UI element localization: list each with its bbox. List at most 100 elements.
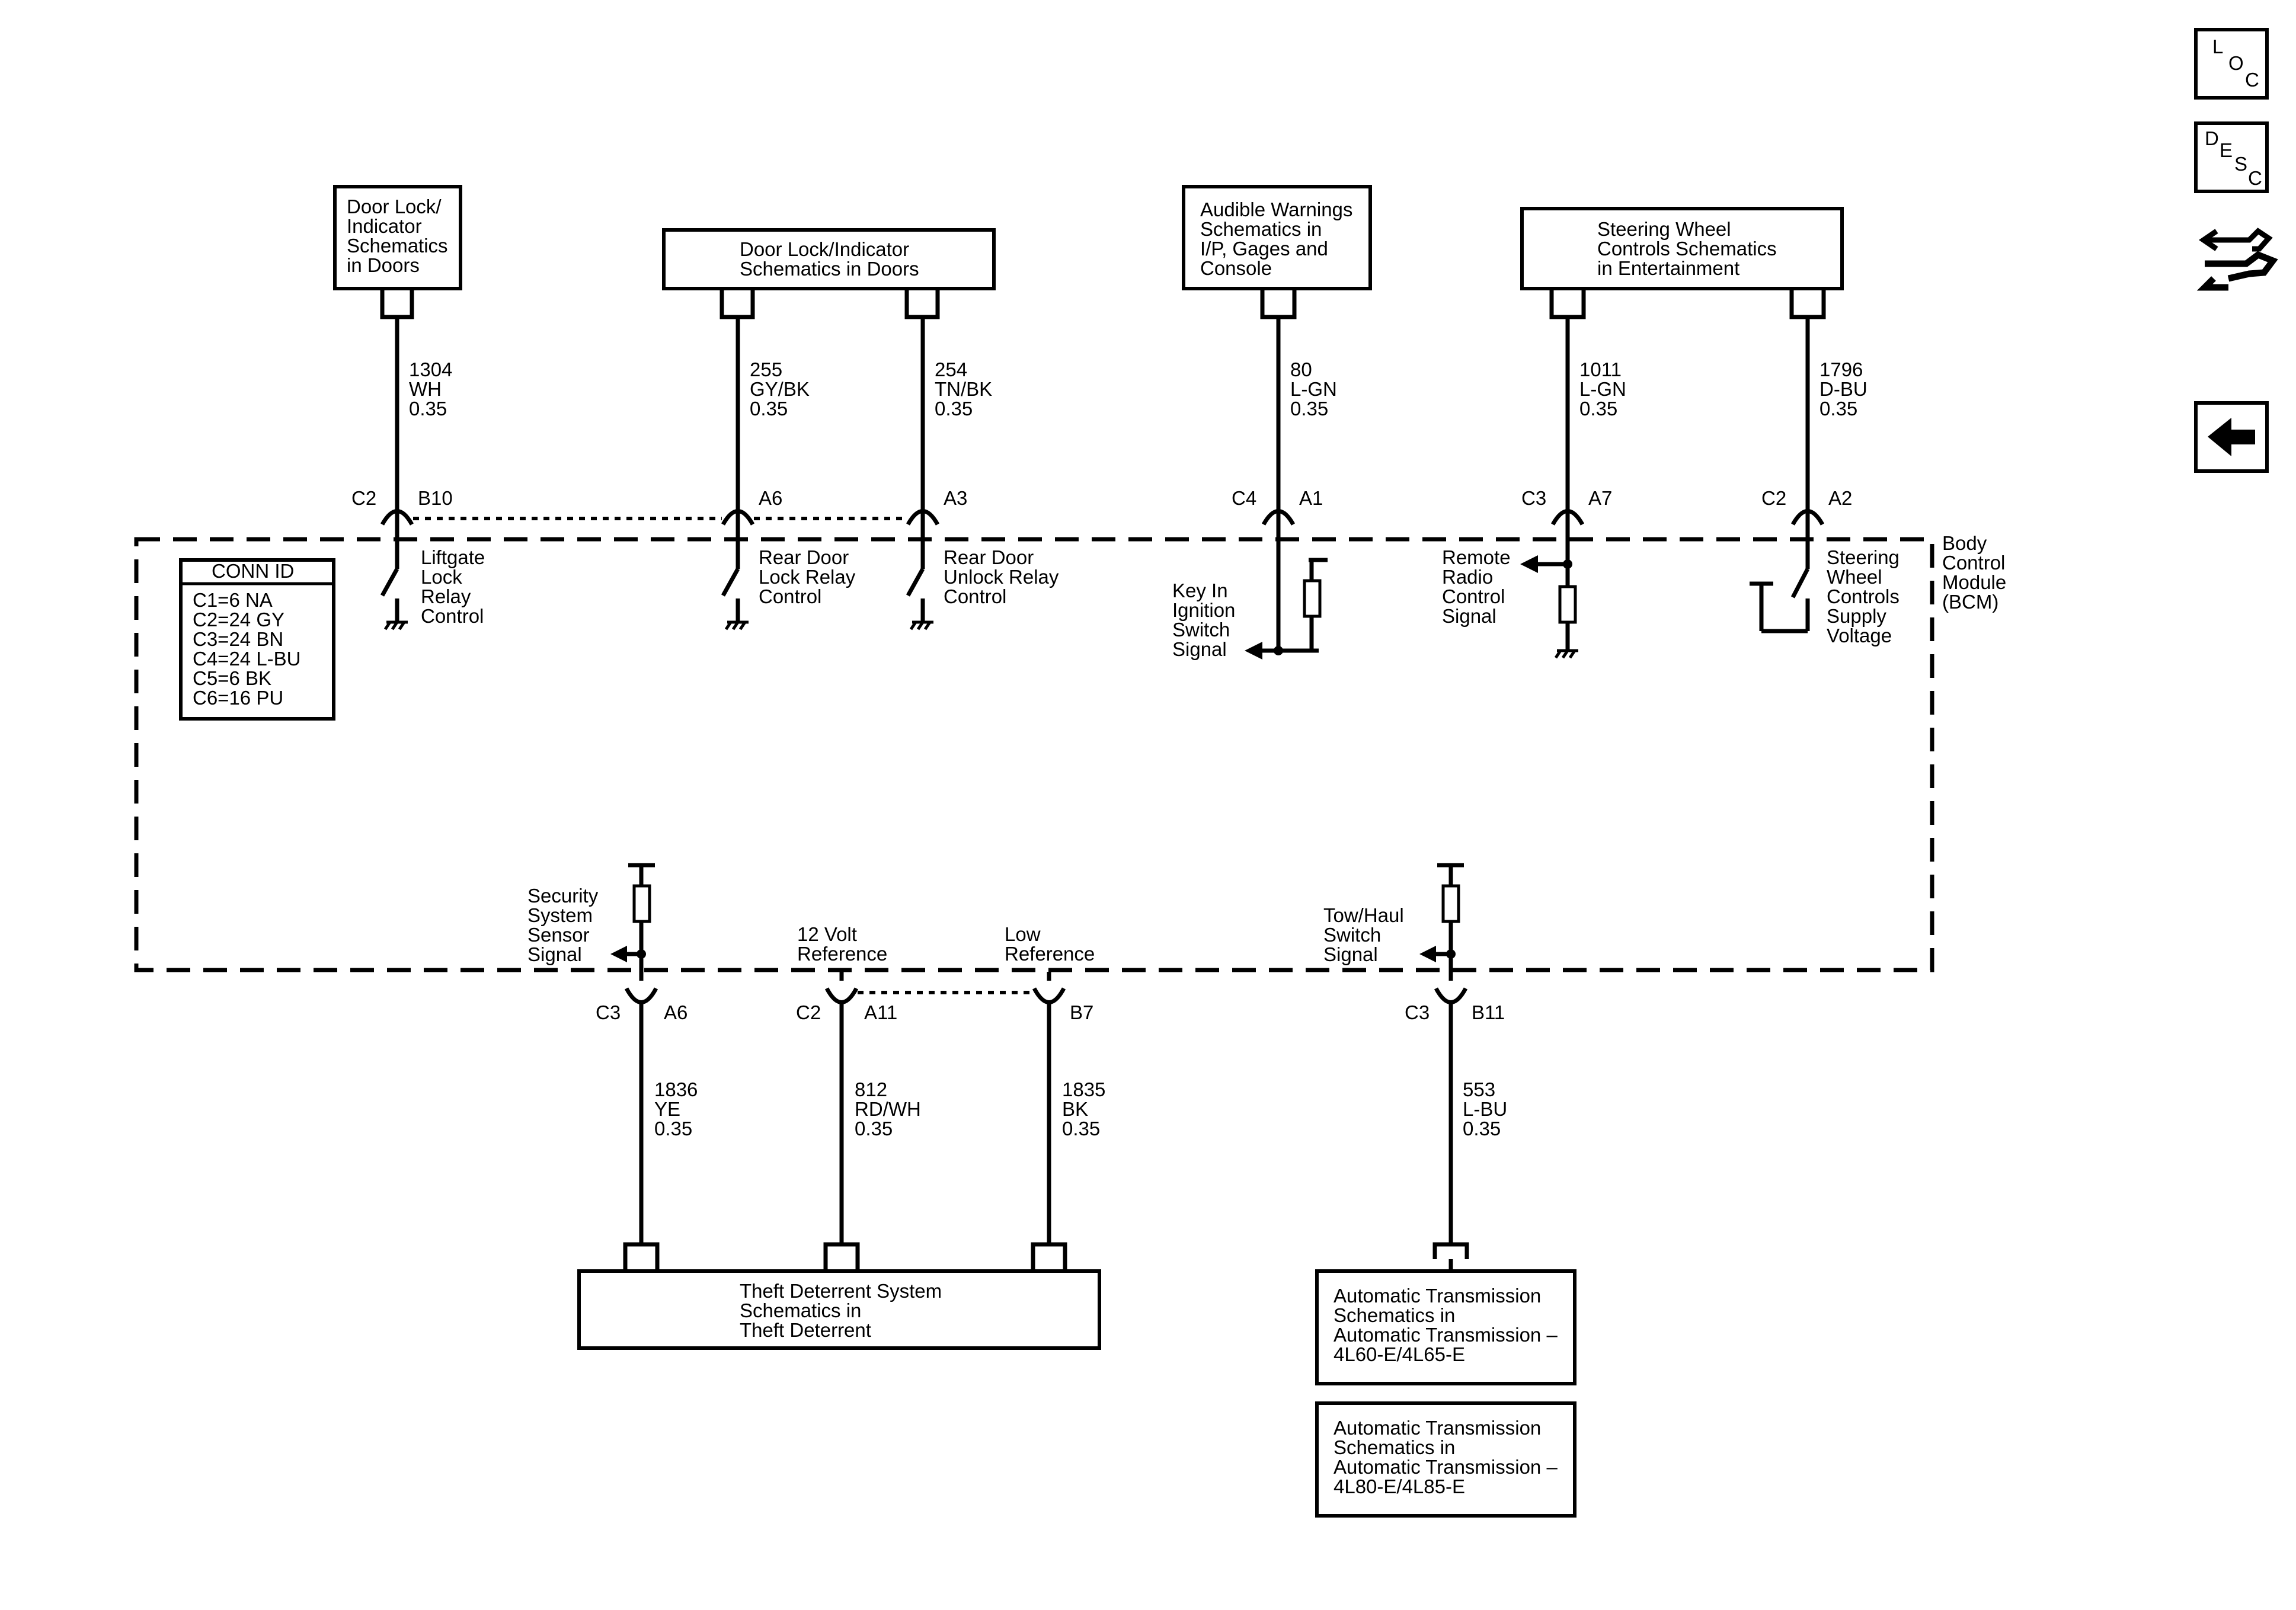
svg-text:812: 812 bbox=[855, 1078, 887, 1100]
svg-text:Control: Control bbox=[944, 585, 1006, 607]
svg-text:A11: A11 bbox=[864, 1001, 897, 1023]
svg-text:Schematics in: Schematics in bbox=[1334, 1304, 1455, 1326]
relay-switch-contact bbox=[380, 568, 399, 597]
ground-icon bbox=[383, 620, 408, 630]
svg-text:1835: 1835 bbox=[1062, 1078, 1105, 1100]
signal-arrow-icon bbox=[1245, 642, 1262, 660]
svg-text:B11: B11 bbox=[1472, 1001, 1505, 1023]
svg-text:Indicator: Indicator bbox=[347, 215, 422, 237]
svg-text:(BCM): (BCM) bbox=[1942, 591, 1998, 613]
desc-letter-c: C bbox=[2248, 167, 2262, 189]
svg-text:0.35: 0.35 bbox=[1819, 398, 1857, 420]
ref-box-audible-warnings[interactable]: Audible Warnings Schematics in I/P, Gage… bbox=[1182, 185, 1372, 290]
svg-text:Schematics: Schematics bbox=[347, 235, 448, 257]
svg-text:Ignition: Ignition bbox=[1172, 599, 1235, 621]
circuit-255: 255 GY/BK 0.35 A6 Rear Door Lock Relay C… bbox=[720, 289, 856, 630]
svg-text:4L80-E/4L85-E: 4L80-E/4L85-E bbox=[1334, 1475, 1465, 1497]
svg-text:A2: A2 bbox=[1828, 487, 1852, 509]
connector-id: C2 bbox=[351, 487, 376, 509]
ref-box-theft-deterrent[interactable]: Theft Deterrent System Schematics in The… bbox=[577, 1269, 1101, 1350]
loc-letter-c: C bbox=[2245, 69, 2259, 91]
svg-text:Tow/Haul: Tow/Haul bbox=[1323, 904, 1404, 926]
svg-text:Relay: Relay bbox=[421, 585, 471, 607]
desc-button[interactable]: D E S C bbox=[2194, 121, 2269, 193]
ref-box-auto-trans-4l80[interactable]: Automatic Transmission Schematics in Aut… bbox=[1315, 1401, 1576, 1518]
svg-text:Controls Schematics: Controls Schematics bbox=[1597, 238, 1777, 260]
signal-arrow-icon bbox=[1419, 946, 1436, 962]
svg-text:Voltage: Voltage bbox=[1827, 625, 1892, 646]
loc-letter-o: O bbox=[2228, 52, 2244, 74]
circuit-number: 1304 bbox=[409, 359, 452, 380]
svg-text:Console: Console bbox=[1200, 257, 1272, 279]
svg-text:0.35: 0.35 bbox=[1062, 1118, 1100, 1140]
conn-id-row: C3=24 BN bbox=[193, 628, 283, 650]
svg-text:Automatic Transmission: Automatic Transmission bbox=[1334, 1285, 1541, 1307]
svg-text:Reference: Reference bbox=[1005, 943, 1095, 965]
back-arrow-button[interactable] bbox=[2194, 401, 2269, 473]
ref-box-steering-wheel-controls[interactable]: Steering Wheel Controls Schematics in En… bbox=[1520, 207, 1844, 290]
svg-text:0.35: 0.35 bbox=[1290, 398, 1328, 420]
ref-box-door-lock-indicator[interactable]: Door Lock/ Indicator Schematics in Doors bbox=[333, 185, 462, 290]
svg-text:0.35: 0.35 bbox=[750, 398, 788, 420]
loc-button[interactable]: L O C bbox=[2194, 28, 2269, 100]
svg-text:I/P, Gages and: I/P, Gages and bbox=[1200, 238, 1328, 260]
svg-text:Controls: Controls bbox=[1827, 585, 1900, 607]
svg-text:A7: A7 bbox=[1588, 487, 1612, 509]
svg-text:Automatic Transmission –: Automatic Transmission – bbox=[1334, 1456, 1558, 1478]
svg-text:Signal: Signal bbox=[1323, 943, 1378, 965]
svg-text:A1: A1 bbox=[1299, 487, 1323, 509]
pulldown-resistor-icon bbox=[1558, 585, 1577, 624]
connector-pin-symbol bbox=[624, 987, 658, 1004]
supply-switch-contact bbox=[1790, 568, 1810, 598]
svg-text:255: 255 bbox=[750, 359, 782, 380]
svg-text:C2: C2 bbox=[1761, 487, 1786, 509]
svg-text:Switch: Switch bbox=[1323, 924, 1381, 946]
svg-text:Door Lock/Indicator: Door Lock/Indicator bbox=[740, 238, 909, 260]
loc-letter-l: L bbox=[2212, 36, 2223, 57]
bcm-label: Body Control Module (BCM) bbox=[1942, 532, 2006, 613]
svg-text:Rear Door: Rear Door bbox=[944, 546, 1034, 568]
pin-id: B10 bbox=[418, 487, 453, 509]
wire-gauge: 0.35 bbox=[409, 398, 447, 420]
connector-tool-icon[interactable] bbox=[2196, 228, 2278, 291]
svg-text:Schematics in: Schematics in bbox=[1200, 218, 1322, 240]
svg-text:in Entertainment: in Entertainment bbox=[1597, 257, 1739, 279]
svg-text:0.35: 0.35 bbox=[654, 1118, 692, 1140]
svg-text:Theft Deterrent: Theft Deterrent bbox=[740, 1319, 871, 1341]
svg-text:A6: A6 bbox=[759, 487, 782, 509]
svg-text:1836: 1836 bbox=[654, 1078, 698, 1100]
ground-icon bbox=[724, 620, 749, 630]
circuit-80: 80 L-GN 0.35 C4 A1 Key In Ignition Switc… bbox=[1172, 289, 1337, 660]
circuit-1011: 1011 L-GN 0.35 C3 A7 Remote Radio Contro… bbox=[1442, 289, 1626, 659]
svg-text:L-GN: L-GN bbox=[1579, 378, 1626, 400]
svg-text:C3: C3 bbox=[596, 1001, 621, 1023]
signal-arrow-icon bbox=[1520, 555, 1538, 573]
svg-text:0.35: 0.35 bbox=[1579, 398, 1617, 420]
connector-pin-symbol bbox=[380, 509, 414, 526]
svg-text:Theft Deterrent System: Theft Deterrent System bbox=[740, 1280, 942, 1302]
ref-box-auto-trans-4l60[interactable]: Automatic Transmission Schematics in Aut… bbox=[1315, 1269, 1576, 1385]
svg-text:Signal: Signal bbox=[1442, 605, 1496, 627]
svg-text:C3: C3 bbox=[1521, 487, 1546, 509]
svg-text:Control: Control bbox=[759, 585, 821, 607]
pullup-resistor-icon bbox=[632, 884, 651, 923]
left-arrow-icon bbox=[2208, 418, 2255, 456]
svg-text:Reference: Reference bbox=[797, 943, 887, 965]
conn-id-row: C2=24 GY bbox=[193, 609, 284, 630]
desc-letter-s: S bbox=[2234, 153, 2247, 175]
svg-text:Switch: Switch bbox=[1172, 619, 1230, 641]
svg-text:4L60-E/4L65-E: 4L60-E/4L65-E bbox=[1334, 1343, 1465, 1365]
svg-text:D-BU: D-BU bbox=[1819, 378, 1868, 400]
svg-text:Rear Door: Rear Door bbox=[759, 546, 849, 568]
circuit-1836: 1836 YE 0.35 C3 A6 Security System Senso… bbox=[527, 863, 698, 1271]
circuit-553: 553 L-BU 0.35 C3 B11 Tow/Haul Switch Sig… bbox=[1323, 863, 1507, 1271]
svg-text:Signal: Signal bbox=[1172, 638, 1227, 660]
svg-text:Supply: Supply bbox=[1827, 605, 1886, 627]
svg-text:GY/BK: GY/BK bbox=[750, 378, 810, 400]
ref-box-door-lock-indicator-rear[interactable]: Door Lock/Indicator Schematics in Doors bbox=[662, 228, 996, 290]
svg-text:A6: A6 bbox=[664, 1001, 687, 1023]
svg-text:Key In: Key In bbox=[1172, 580, 1228, 601]
svg-text:0.35: 0.35 bbox=[855, 1118, 893, 1140]
svg-text:12 Volt: 12 Volt bbox=[797, 923, 857, 945]
